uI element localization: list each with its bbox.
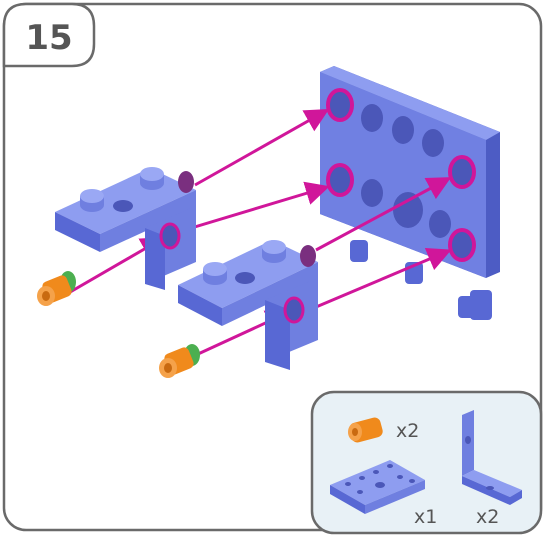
quantity-label: x2: [476, 506, 499, 528]
angle-bracket-lower: [178, 240, 318, 370]
step-badge: 15: [2, 2, 96, 68]
blue-angle-bracket-icon: [462, 410, 522, 505]
orange-peg-upper: [37, 271, 76, 306]
quantity-label: x2: [396, 420, 419, 442]
orange-peg-lower: [159, 344, 200, 378]
orange-peg-icon: [348, 417, 383, 443]
step-number: 15: [25, 18, 72, 58]
parts-box: x2 x1 x2: [310, 390, 543, 535]
blue-plate-icon: [330, 460, 425, 514]
angle-bracket-upper: [55, 167, 196, 290]
quantity-label: x1: [414, 506, 437, 528]
